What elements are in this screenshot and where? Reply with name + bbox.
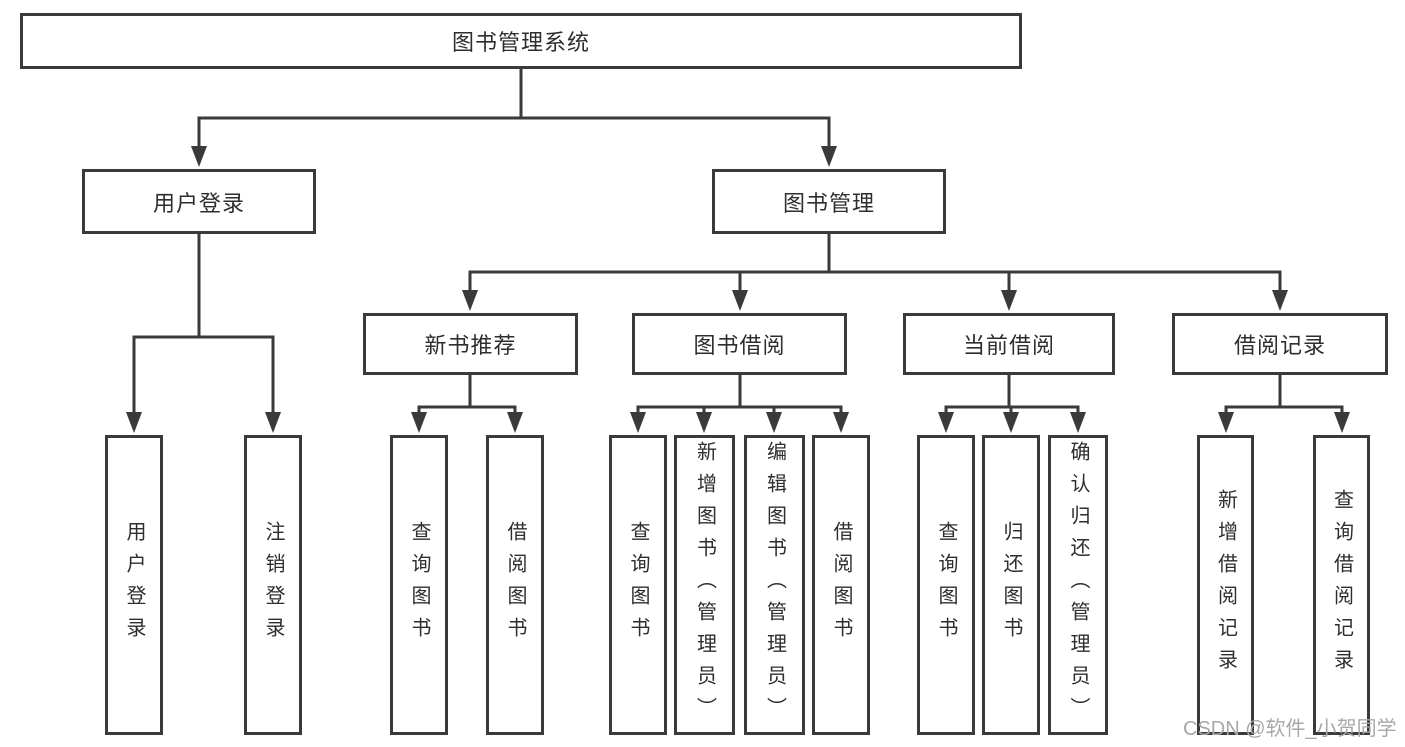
node-current-borrow: 当前借阅 xyxy=(903,313,1115,375)
node-user-login: 用户登录 xyxy=(82,169,316,234)
node-book-borrow-label: 图书借阅 xyxy=(693,333,786,358)
leaf-query-book-recommend: 查询图书 xyxy=(390,435,448,735)
leaf-query-book-borrow-label: 查询图书 xyxy=(627,521,649,649)
node-new-book-recommend-label: 新书推荐 xyxy=(424,333,517,358)
leaf-confirm-return-admin: 确认归还（管理员） xyxy=(1048,435,1108,735)
leaf-add-book-admin-label: 新增图书（管理员） xyxy=(693,441,716,729)
leaf-user-login-label: 用户登录 xyxy=(123,521,145,649)
node-borrow-record-label: 借阅记录 xyxy=(1233,333,1326,358)
leaf-edit-book-admin-label: 编辑图书（管理员） xyxy=(763,441,786,729)
leaf-return-book: 归还图书 xyxy=(982,435,1040,735)
node-root: 图书管理系统 xyxy=(20,13,1022,69)
leaf-borrow-book: 借阅图书 xyxy=(812,435,870,735)
node-borrow-record: 借阅记录 xyxy=(1172,313,1388,375)
node-book-management-label: 图书管理 xyxy=(782,190,875,216)
leaf-return-book-label: 归还图书 xyxy=(1000,521,1022,649)
watermark: CSDN @软件_小贺同学 xyxy=(1183,718,1397,740)
leaf-query-book-current: 查询图书 xyxy=(917,435,975,735)
leaf-query-book-recommend-label: 查询图书 xyxy=(408,521,430,649)
leaf-borrow-book-label: 借阅图书 xyxy=(830,521,852,649)
leaf-query-borrow-record: 查询借阅记录 xyxy=(1313,435,1370,735)
node-book-borrow: 图书借阅 xyxy=(632,313,847,375)
node-root-label: 图书管理系统 xyxy=(451,30,590,55)
leaf-add-borrow-record-label: 新增借阅记录 xyxy=(1214,489,1237,681)
leaf-borrow-book-recommend: 借阅图书 xyxy=(486,435,544,735)
leaf-add-borrow-record: 新增借阅记录 xyxy=(1197,435,1254,735)
leaf-add-book-admin: 新增图书（管理员） xyxy=(674,435,735,735)
leaf-logout-label: 注销登录 xyxy=(262,521,284,649)
leaf-logout: 注销登录 xyxy=(244,435,302,735)
node-current-borrow-label: 当前借阅 xyxy=(962,333,1055,358)
leaf-borrow-book-recommend-label: 借阅图书 xyxy=(504,521,526,649)
leaf-edit-book-admin: 编辑图书（管理员） xyxy=(744,435,805,735)
leaf-query-borrow-record-label: 查询借阅记录 xyxy=(1330,489,1353,681)
leaf-user-login: 用户登录 xyxy=(105,435,163,735)
leaf-confirm-return-admin-label: 确认归还（管理员） xyxy=(1067,441,1089,729)
node-new-book-recommend: 新书推荐 xyxy=(363,313,578,375)
leaf-query-book-borrow: 查询图书 xyxy=(609,435,667,735)
node-user-login-label: 用户登录 xyxy=(152,190,245,216)
node-book-management: 图书管理 xyxy=(712,169,946,234)
leaf-query-book-current-label: 查询图书 xyxy=(935,521,957,649)
